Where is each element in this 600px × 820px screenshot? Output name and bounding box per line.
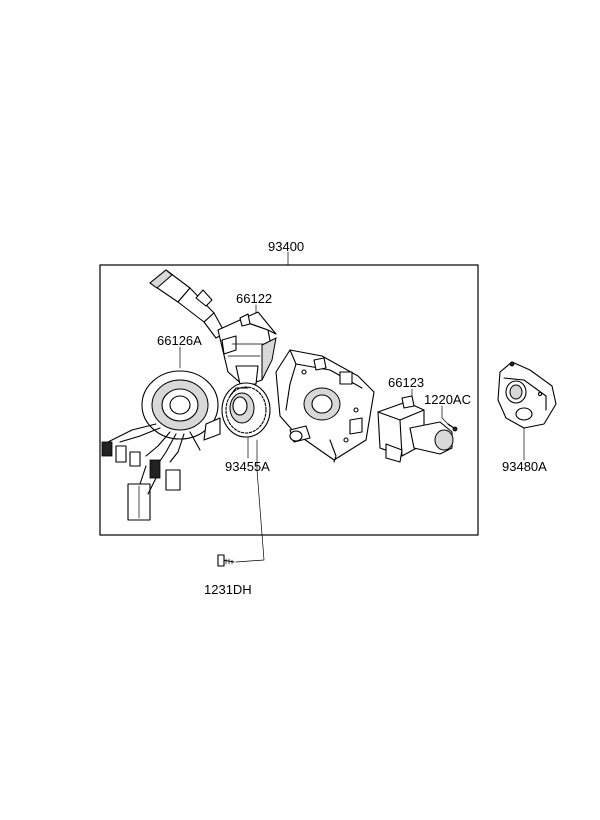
leader-lines (179, 251, 525, 563)
label-mounting-screw: 1231DH (204, 582, 252, 597)
clock-spring (101, 370, 221, 521)
assembly-frame (99, 264, 479, 536)
label-wiper-switch-lever: 66122 (236, 291, 273, 306)
switch-body (275, 349, 375, 463)
reluctor-ring (221, 382, 271, 438)
cover-part (497, 361, 557, 429)
label-light-switch: 66123 (388, 375, 425, 390)
screw-1220ac (447, 423, 458, 432)
label-clock-spring: 66126A (157, 333, 202, 348)
mounting-screw (217, 554, 235, 567)
turn-signal-lever (149, 269, 277, 387)
label-cover-part: 93480A (502, 459, 547, 474)
label-screw-1220ac: 1220AC (424, 392, 471, 407)
label-reluctor-ring: 93455A (225, 459, 270, 474)
light-switch (377, 395, 454, 463)
label-assembly: 93400 (268, 239, 305, 254)
